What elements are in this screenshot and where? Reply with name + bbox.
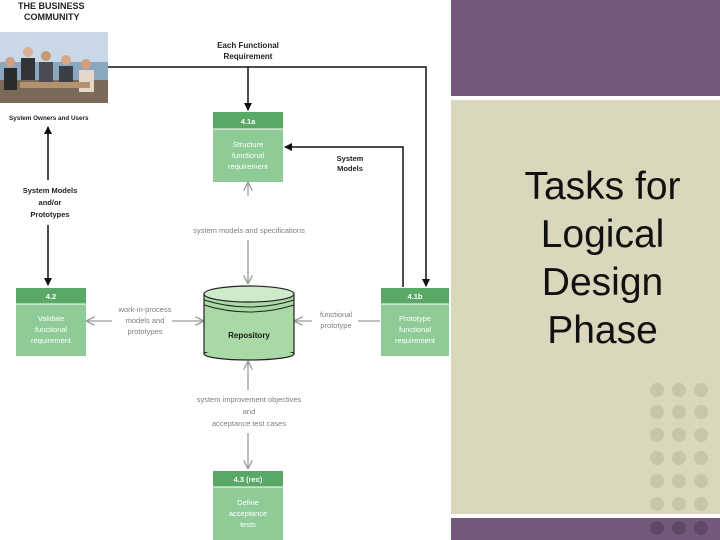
process-box-4-3-line3: tests [240,520,256,529]
slide-title-line4: Phase [547,309,658,352]
objectives-label-line1: system improvement objectives [197,395,302,404]
system-models-prototypes-line2: and/or [39,198,62,207]
process-box-4-2-line2: functional [35,325,67,334]
community-title-line2: COMMUNITY [24,12,80,22]
each-functional-requirement-flow [108,66,430,287]
process-box-4-1b-number: 4.1b [407,292,422,301]
each-functional-label-line1: Each Functional [217,41,279,50]
functional-prototype-line2: prototype [320,321,351,330]
models-specs-label: system models and specifications [193,226,305,235]
slide-title-line1: Tasks for [524,165,681,208]
process-box-4-3-number: 4.3 (rec) [234,475,263,484]
process-box-4-1a: 4.1a Structure functional requirement [213,112,283,182]
process-box-4-3: 4.3 (rec) Define acceptance tests [213,471,283,540]
business-meeting-photo [0,32,108,103]
process-box-4-2-number: 4.2 [46,292,56,301]
process-box-4-2-line3: requirement [31,336,72,345]
wip-label-line2: models and [126,316,165,325]
slide-title-line3: Design [541,261,664,304]
process-box-4-3-line2: acceptance [229,509,267,518]
logical-design-diagram: THE BUSINESS COMMUNITY System Owners and… [0,1,449,540]
objectives-label-line3: acceptance test cases [212,419,286,428]
objectives-label-line2: and [243,407,256,416]
process-box-4-2-line1: Validate [38,314,65,323]
repository-label: Repository [228,331,270,340]
system-models-flow [284,143,404,287]
repository [203,285,295,361]
process-box-4-1b-line2: functional [399,325,431,334]
system-models-label-line2: Models [337,164,363,173]
system-models-label-line1: System [337,154,364,163]
wip-label-line1: work-in-process [118,305,172,314]
system-owners-label: System Owners and Users [9,115,89,122]
each-functional-label-line2: Requirement [224,52,273,61]
process-box-4-1b-line1: Prototype [399,314,431,323]
community-title-line1: THE BUSINESS [18,1,85,11]
process-box-4-1b-line3: requirement [395,336,436,345]
slide-title-line2: Logical [540,213,665,256]
process-box-4-1a-line3: requirement [228,162,269,171]
process-box-4-1a-number: 4.1a [241,117,256,126]
title-panel [451,100,720,514]
dot-pattern-decoration [650,383,708,535]
slide-title: Tasks for Logical Design Phase [490,163,715,355]
process-box-4-1a-line2: functional [232,151,264,160]
system-models-prototypes-line1: System Models [23,186,78,195]
functional-prototype-line1: functional [320,310,352,319]
wip-label-line3: prototypes [127,327,162,336]
process-box-4-1a-line1: Structure [233,140,263,149]
system-models-prototypes-line3: Prototypes [30,210,69,219]
top-accent-band [451,0,720,96]
process-box-4-3-line1: Define [237,498,259,507]
process-box-4-2: 4.2 Validate functional requirement [16,288,86,356]
process-box-4-1b: 4.1b Prototype functional requirement [381,288,449,356]
